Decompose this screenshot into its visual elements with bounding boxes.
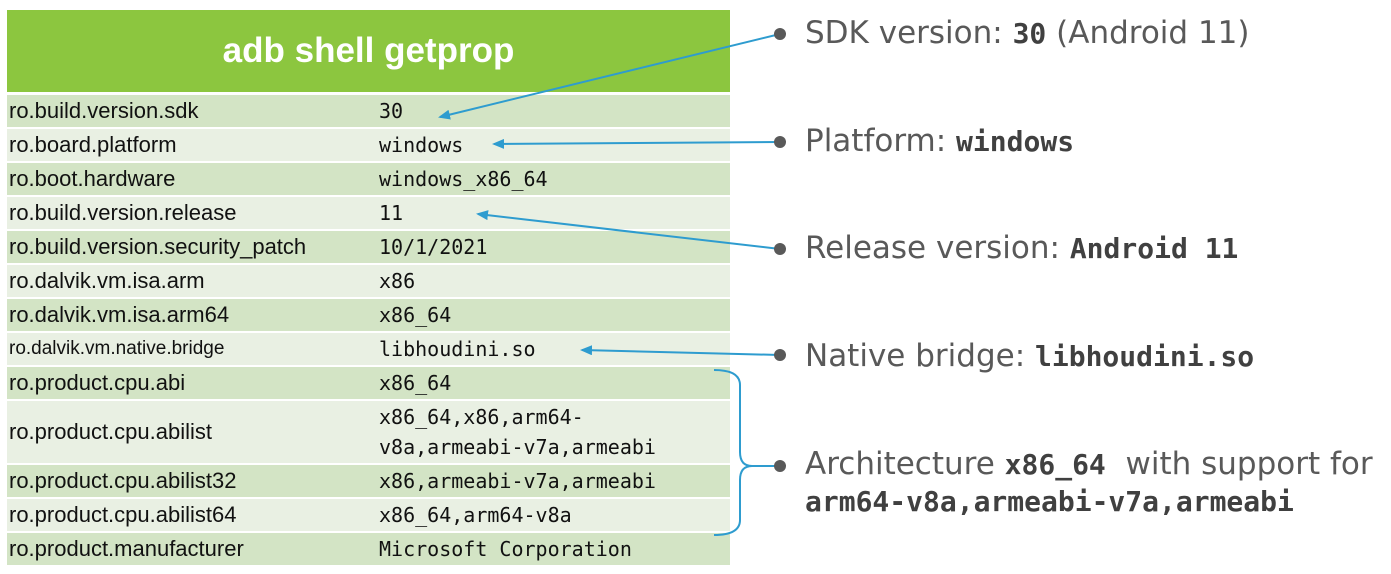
prop-key: ro.dalvik.vm.native.bridge bbox=[7, 331, 379, 366]
arrow-release bbox=[476, 210, 781, 250]
table-row: ro.build.version.release 11 bbox=[7, 195, 731, 230]
prop-value: x86,armeabi-v7a,armeabi bbox=[379, 463, 731, 498]
prop-value: libhoudini.so bbox=[379, 331, 731, 366]
table-row: ro.boot.hardware windows_x86_64 bbox=[7, 161, 731, 196]
prop-value: x86_64,arm64-v8a bbox=[379, 497, 731, 532]
bullet-dot bbox=[774, 28, 786, 40]
prop-key: ro.product.cpu.abilist32 bbox=[7, 463, 379, 498]
prop-key: ro.product.cpu.abilist64 bbox=[7, 497, 379, 532]
table-row: ro.build.version.sdk 30 bbox=[7, 92, 731, 128]
prop-value-line-2: v8a,armeabi-v7a,armeabi bbox=[379, 435, 656, 459]
arch-bracket bbox=[713, 369, 753, 536]
table-row: ro.product.cpu.abilist32 x86,armeabi-v7a… bbox=[7, 463, 731, 498]
note-label: Architecture bbox=[805, 446, 1005, 482]
note-code: windows bbox=[956, 125, 1075, 158]
table-row: ro.board.platform windows bbox=[7, 127, 731, 162]
table-title: adb shell getprop bbox=[7, 10, 731, 95]
note-label: SDK version: bbox=[805, 15, 1013, 51]
bullet-dot bbox=[774, 349, 786, 361]
bullet-dot bbox=[774, 460, 786, 472]
arrow-platform bbox=[492, 138, 781, 149]
table-row: ro.dalvik.vm.isa.arm x86 bbox=[7, 263, 731, 298]
note-platform: Platform: windows bbox=[805, 123, 1074, 160]
prop-value: Microsoft Corporation bbox=[379, 531, 731, 565]
table-row: ro.product.manufacturer Microsoft Corpor… bbox=[7, 531, 731, 565]
getprop-table: adb shell getprop ro.build.version.sdk 3… bbox=[7, 10, 731, 565]
prop-value: windows bbox=[379, 127, 731, 162]
prop-value: windows_x86_64 bbox=[379, 161, 731, 196]
table-row: ro.dalvik.vm.isa.arm64 x86_64 bbox=[7, 297, 731, 332]
note-code: x86_64 bbox=[1004, 448, 1106, 481]
prop-value: x86 bbox=[379, 263, 731, 298]
prop-value: x86_64,x86,arm64- v8a,armeabi-v7a,armeab… bbox=[379, 399, 731, 464]
prop-value-line-1: x86_64,x86,arm64- bbox=[379, 405, 584, 429]
prop-value: x86_64 bbox=[379, 297, 731, 332]
prop-key: ro.dalvik.vm.isa.arm bbox=[7, 263, 379, 298]
table-row: ro.product.cpu.abi x86_64 bbox=[7, 365, 731, 400]
prop-key: ro.board.platform bbox=[7, 127, 379, 162]
prop-key: ro.build.version.sdk bbox=[7, 92, 379, 128]
note-architecture: Architecture x86_64 with support for arm… bbox=[805, 446, 1373, 520]
note-code: Android 11 bbox=[1069, 232, 1239, 265]
note-suffix: with support for bbox=[1105, 446, 1373, 482]
note-bridge: Native bridge: libhoudini.so bbox=[805, 338, 1254, 375]
prop-key: ro.dalvik.vm.isa.arm64 bbox=[7, 297, 379, 332]
note-release: Release version: Android 11 bbox=[805, 230, 1238, 267]
note-code: libhoudini.so bbox=[1035, 340, 1255, 373]
note-code-line-2: arm64-v8a,armeabi-v7a,armeabi bbox=[805, 485, 1294, 518]
bullet-dot bbox=[774, 136, 786, 148]
prop-value: 11 bbox=[379, 195, 731, 230]
prop-value: 30 bbox=[379, 92, 731, 128]
note-code: 30 bbox=[1012, 17, 1047, 50]
table-row: ro.dalvik.vm.native.bridge libhoudini.so bbox=[7, 331, 731, 366]
prop-key: ro.product.manufacturer bbox=[7, 531, 379, 565]
table-row: ro.product.cpu.abilist x86_64,x86,arm64-… bbox=[7, 399, 731, 464]
bullet-dot bbox=[774, 243, 786, 255]
note-suffix: (Android 11) bbox=[1046, 15, 1250, 51]
prop-key: ro.build.version.release bbox=[7, 195, 379, 230]
note-label: Platform: bbox=[805, 123, 957, 159]
arrow-sdk bbox=[438, 33, 781, 120]
prop-key: ro.product.cpu.abi bbox=[7, 365, 379, 400]
prop-key: ro.boot.hardware bbox=[7, 161, 379, 196]
prop-value: x86_64 bbox=[379, 365, 731, 400]
note-label: Native bridge: bbox=[805, 338, 1035, 374]
table-row: ro.product.cpu.abilist64 x86_64,arm64-v8… bbox=[7, 497, 731, 532]
note-sdk: SDK version: 30 (Android 11) bbox=[805, 15, 1250, 52]
arrow-bridge bbox=[580, 345, 781, 356]
prop-key: ro.product.cpu.abilist bbox=[7, 399, 379, 464]
prop-key: ro.build.version.security_patch bbox=[7, 229, 379, 264]
note-label: Release version: bbox=[805, 230, 1070, 266]
